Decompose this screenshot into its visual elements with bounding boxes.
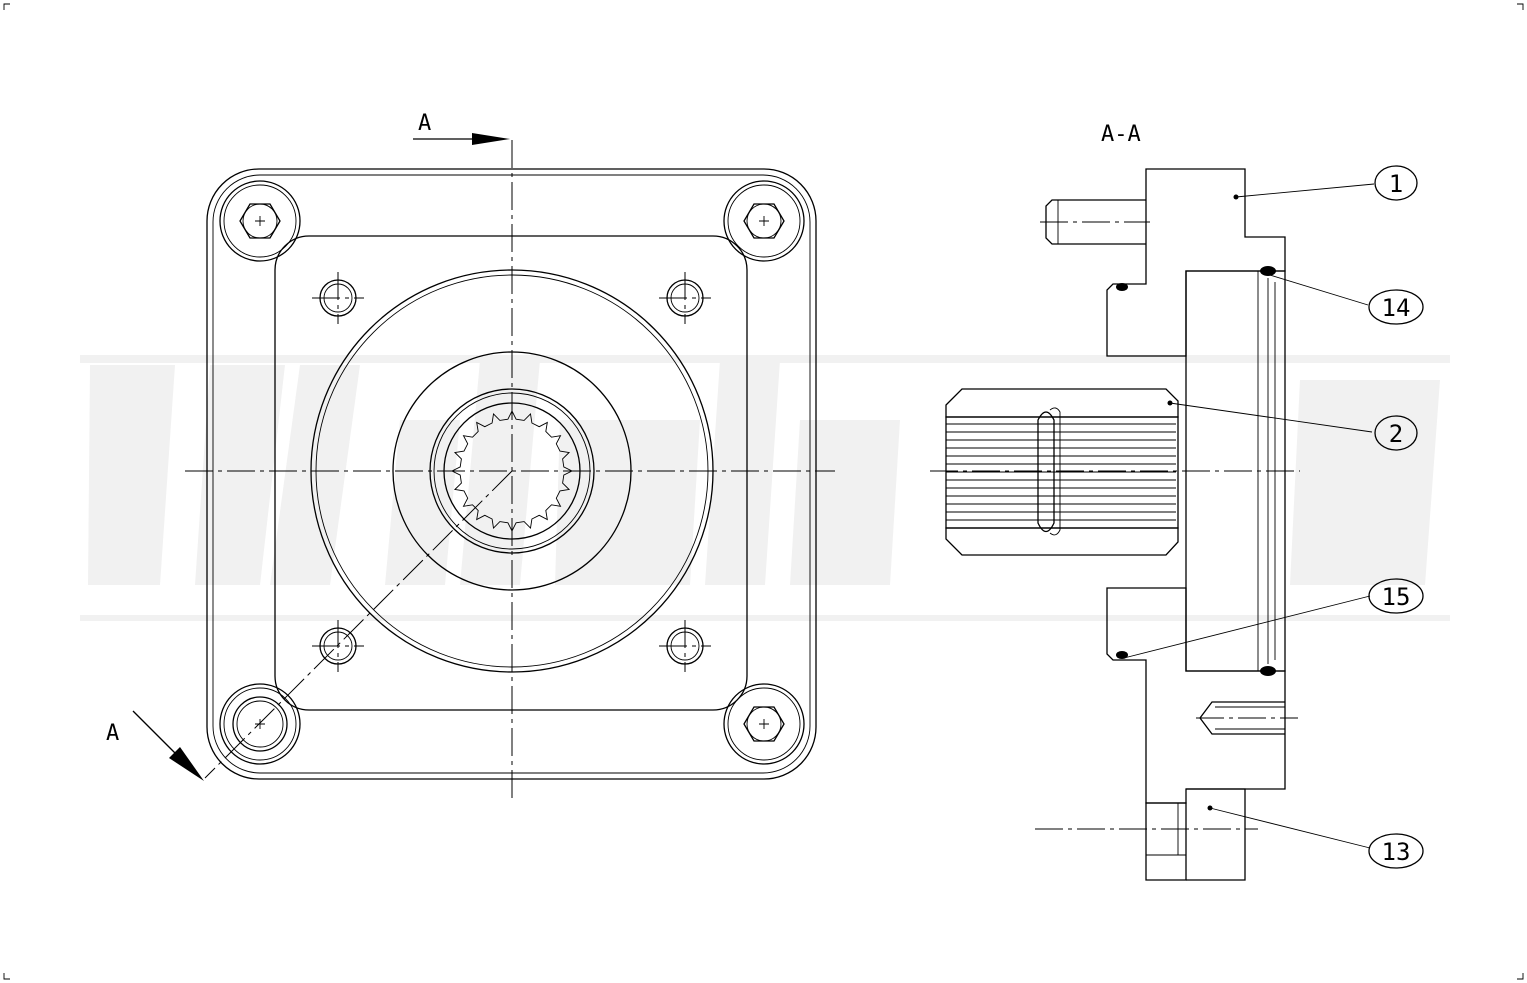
section-arrowhead-bottom: [169, 747, 204, 781]
shaft-groove: [1037, 411, 1055, 533]
o-ring-15: [1116, 651, 1128, 659]
o-ring-14: [1260, 266, 1276, 276]
balloon-14: 14: [1368, 289, 1424, 325]
section-label-top: A: [418, 111, 431, 136]
section-path-diagonal: [204, 470, 513, 779]
sheet-corner-marks: [3, 3, 1524, 980]
section-arrow-bottom: [132, 710, 176, 754]
front-view: A A: [106, 111, 835, 800]
svg-text:14: 14: [1382, 294, 1411, 322]
threaded-hole-bottom-left: [312, 620, 364, 672]
body-port-block: [1145, 802, 1187, 881]
corner-bolt-top-right: [723, 180, 805, 262]
threaded-hole-top-right: [659, 272, 711, 324]
spline-shaft: [945, 388, 1179, 418]
threaded-hole-top-left: [312, 272, 364, 324]
o-ring-15-top: [1116, 283, 1128, 291]
svg-text:2: 2: [1389, 420, 1403, 448]
cover-plate: [1185, 270, 1286, 672]
leader-lines: [1123, 183, 1375, 849]
balloon-15: 15: [1368, 578, 1424, 614]
inner-plate-outline: [274, 235, 748, 711]
svg-text:15: 15: [1382, 583, 1411, 611]
svg-text:13: 13: [1382, 838, 1411, 866]
balloon-1: 1: [1374, 165, 1418, 201]
threaded-hole-bottom-right: [659, 620, 711, 672]
spline-teeth: [946, 423, 1176, 521]
corner-bolt-top-left: [219, 180, 301, 262]
section-label-bottom: A: [106, 721, 119, 746]
corner-bolt-bottom-left: [219, 683, 301, 765]
svg-text:1: 1: [1389, 170, 1403, 198]
balloon-2: 2: [1374, 415, 1418, 451]
section-view-title: A-A: [1101, 122, 1141, 147]
section-view: A-A: [930, 122, 1424, 881]
balloon-13: 13: [1368, 833, 1424, 869]
section-arrowhead-top: [472, 133, 510, 145]
corner-bolt-bottom-right: [723, 683, 805, 765]
watermark-logo: [80, 355, 1450, 621]
